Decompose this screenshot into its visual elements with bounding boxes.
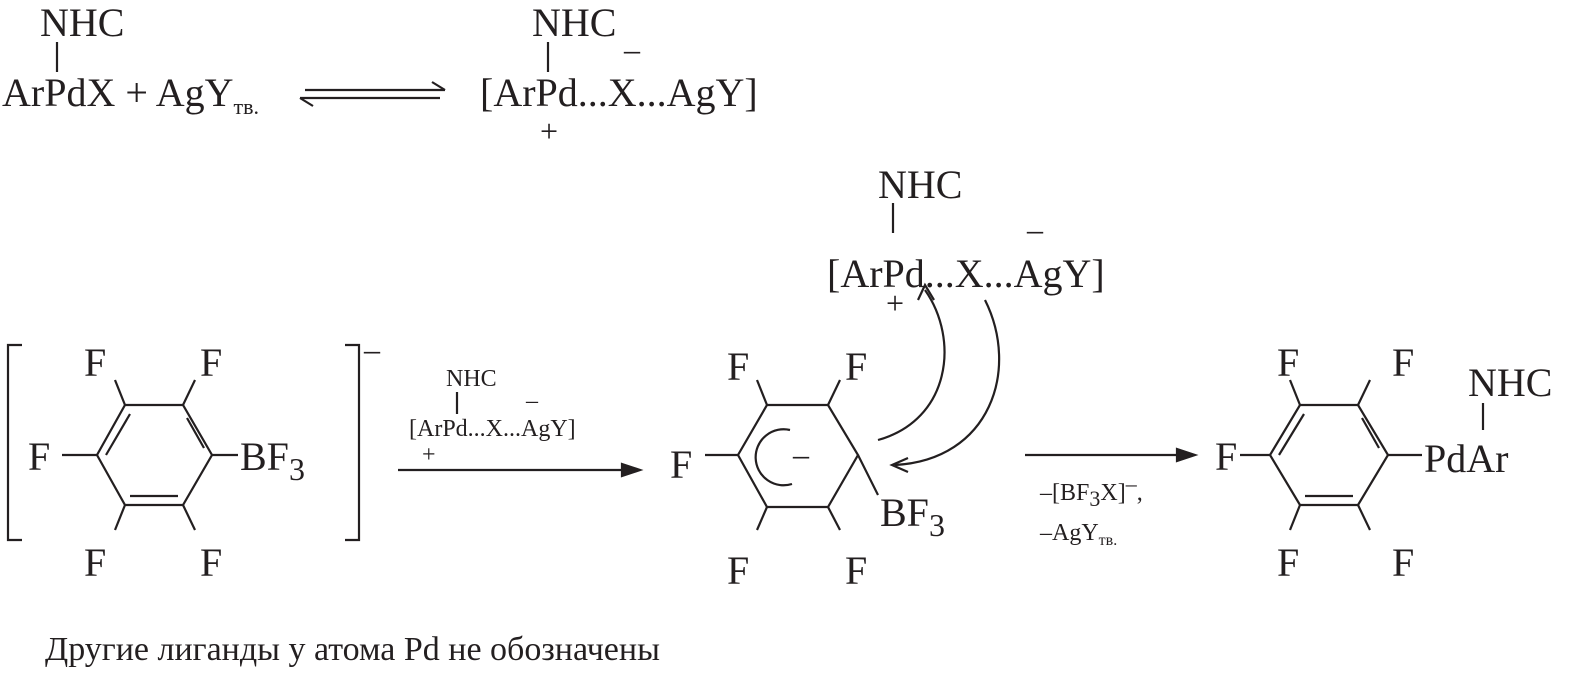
plus-charge: + bbox=[886, 285, 904, 321]
product: F F F F F PdAr NHC bbox=[1215, 340, 1552, 585]
right-bracket bbox=[345, 343, 361, 542]
minus-charge: – bbox=[525, 388, 539, 414]
fluorine-label: F bbox=[1277, 340, 1299, 385]
nhc-label: NHC bbox=[446, 366, 497, 392]
curved-arrow-to-pd bbox=[877, 289, 946, 442]
ring-charge: – bbox=[792, 436, 810, 472]
curved-arrow-to-carbon bbox=[894, 299, 1001, 467]
minus-charge: – bbox=[1026, 211, 1044, 247]
left-bracket bbox=[6, 343, 22, 542]
fluorine-label: F bbox=[1215, 434, 1237, 479]
bf3-group: BF3 bbox=[880, 490, 945, 543]
fluorine-label: F bbox=[845, 548, 867, 593]
complex-formula: [ArPd...X...AgY] bbox=[480, 70, 758, 115]
plus-charge: + bbox=[422, 442, 436, 468]
pdar-group: PdAr bbox=[1424, 436, 1508, 481]
fluorine-label: F bbox=[200, 340, 222, 385]
activated-complex: NHC [ArPd...X...AgY] + – bbox=[827, 162, 1105, 321]
byproduct-borane: –[BF3X]–, bbox=[1039, 471, 1143, 511]
nhc-label: NHC bbox=[40, 0, 124, 45]
reaction-arrow-1: NHC [ArPd...X...AgY] + – bbox=[398, 366, 644, 478]
pentafluorophenyl-borate: – F F F F F BF3 bbox=[6, 331, 381, 585]
scheme-caption: Другие лиганды у атома Pd не обозначены bbox=[45, 631, 660, 668]
fluorine-label: F bbox=[28, 434, 50, 479]
fluorine-label: F bbox=[727, 344, 749, 389]
nhc-label: NHC bbox=[878, 162, 962, 207]
fluorine-label: F bbox=[200, 540, 222, 585]
fluorine-label: F bbox=[84, 540, 106, 585]
fluorine-label: F bbox=[727, 548, 749, 593]
fluorine-label: F bbox=[1277, 540, 1299, 585]
fluorine-label: F bbox=[670, 442, 692, 487]
anion-charge: – bbox=[363, 331, 381, 367]
delocalization-arc bbox=[754, 428, 793, 487]
minus-charge: – bbox=[623, 31, 641, 67]
equilibrium-right-species: NHC [ArPd...X...AgY] + – bbox=[480, 0, 758, 149]
equilibrium-arrows bbox=[299, 81, 446, 107]
nhc-label: NHC bbox=[1468, 360, 1552, 405]
benzene-ring bbox=[1268, 403, 1390, 507]
byproduct-silver: –AgYтв. bbox=[1039, 520, 1117, 549]
equilibrium-left-species: NHC ArPdX + AgYтв. bbox=[2, 0, 259, 119]
reactants-formula: ArPdX + AgYтв. bbox=[2, 70, 259, 119]
fluorine-label: F bbox=[845, 344, 867, 389]
fluorine-label: F bbox=[1392, 540, 1414, 585]
fluorine-label: F bbox=[84, 340, 106, 385]
fluorine-label: F bbox=[1392, 340, 1414, 385]
bf3-group: BF3 bbox=[240, 434, 305, 487]
benzene-ring bbox=[95, 403, 214, 507]
reaction-arrow-2: –[BF3X]–, –AgYтв. bbox=[1025, 447, 1199, 549]
plus-charge: + bbox=[540, 113, 558, 149]
carbanion-intermediate: – F F F F F BF3 bbox=[670, 282, 1001, 593]
nhc-label: NHC bbox=[532, 0, 616, 45]
complex-formula: [ArPd...X...AgY] bbox=[827, 251, 1105, 296]
reagent-formula: [ArPd...X...AgY] bbox=[409, 416, 576, 442]
